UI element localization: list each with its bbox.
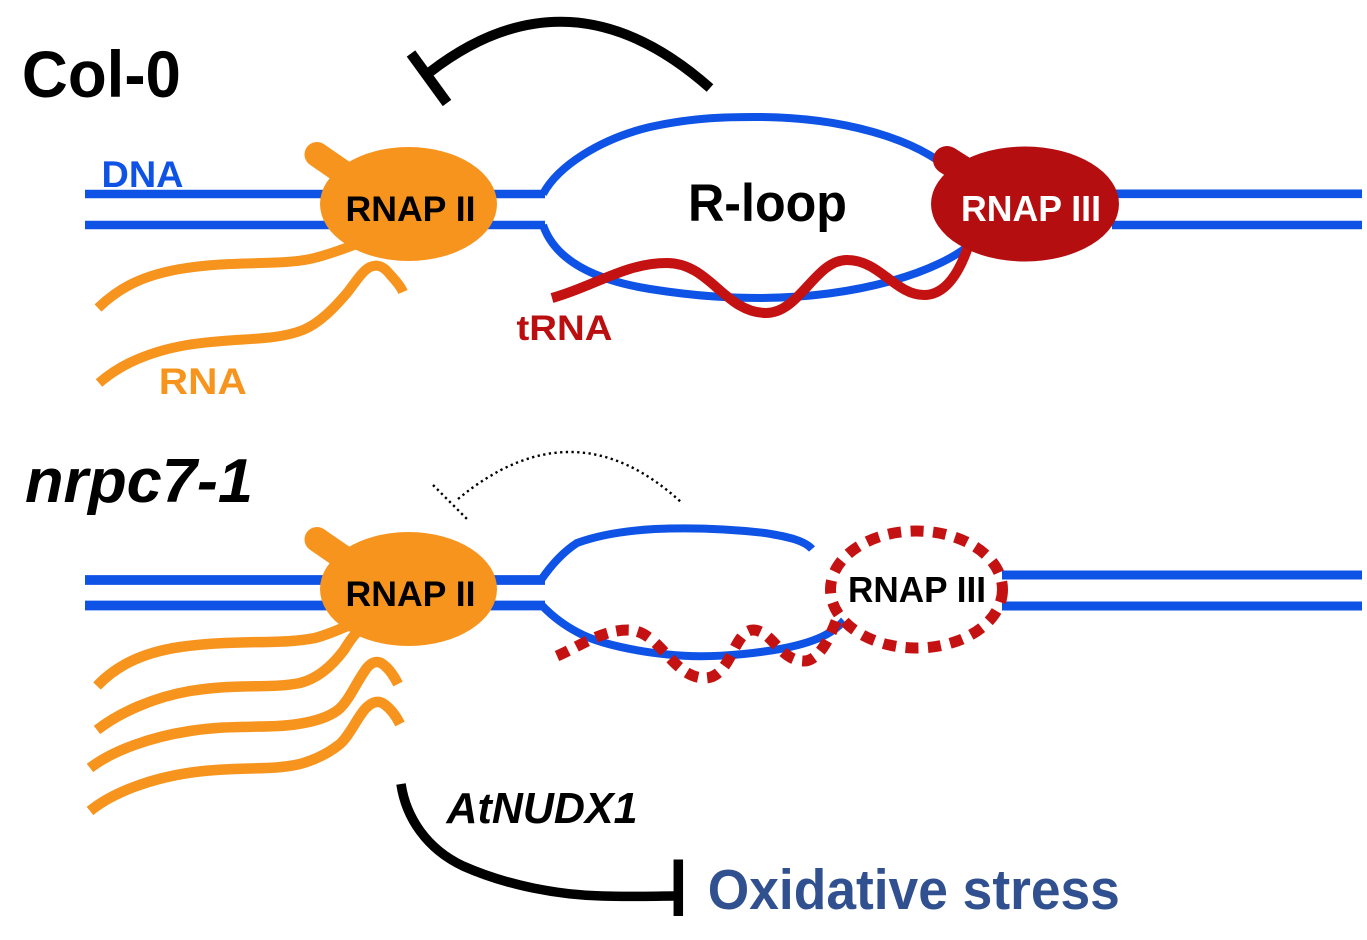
svg-text:RNAP II: RNAP II — [346, 190, 476, 229]
svg-text:DNA: DNA — [102, 154, 184, 195]
svg-text:RNA: RNA — [159, 361, 247, 402]
svg-text:R-loop: R-loop — [688, 174, 847, 233]
svg-text:tRNA: tRNA — [517, 309, 613, 348]
svg-text:RNAP III: RNAP III — [848, 569, 986, 610]
svg-text:Oxidative stress: Oxidative stress — [708, 858, 1120, 922]
svg-text:AtNUDX1: AtNUDX1 — [446, 784, 638, 833]
svg-text:nrpc7-1: nrpc7-1 — [25, 447, 253, 516]
svg-text:RNAP II: RNAP II — [346, 575, 476, 614]
svg-text:Col-0: Col-0 — [22, 37, 181, 111]
svg-text:RNAP III: RNAP III — [961, 188, 1101, 229]
